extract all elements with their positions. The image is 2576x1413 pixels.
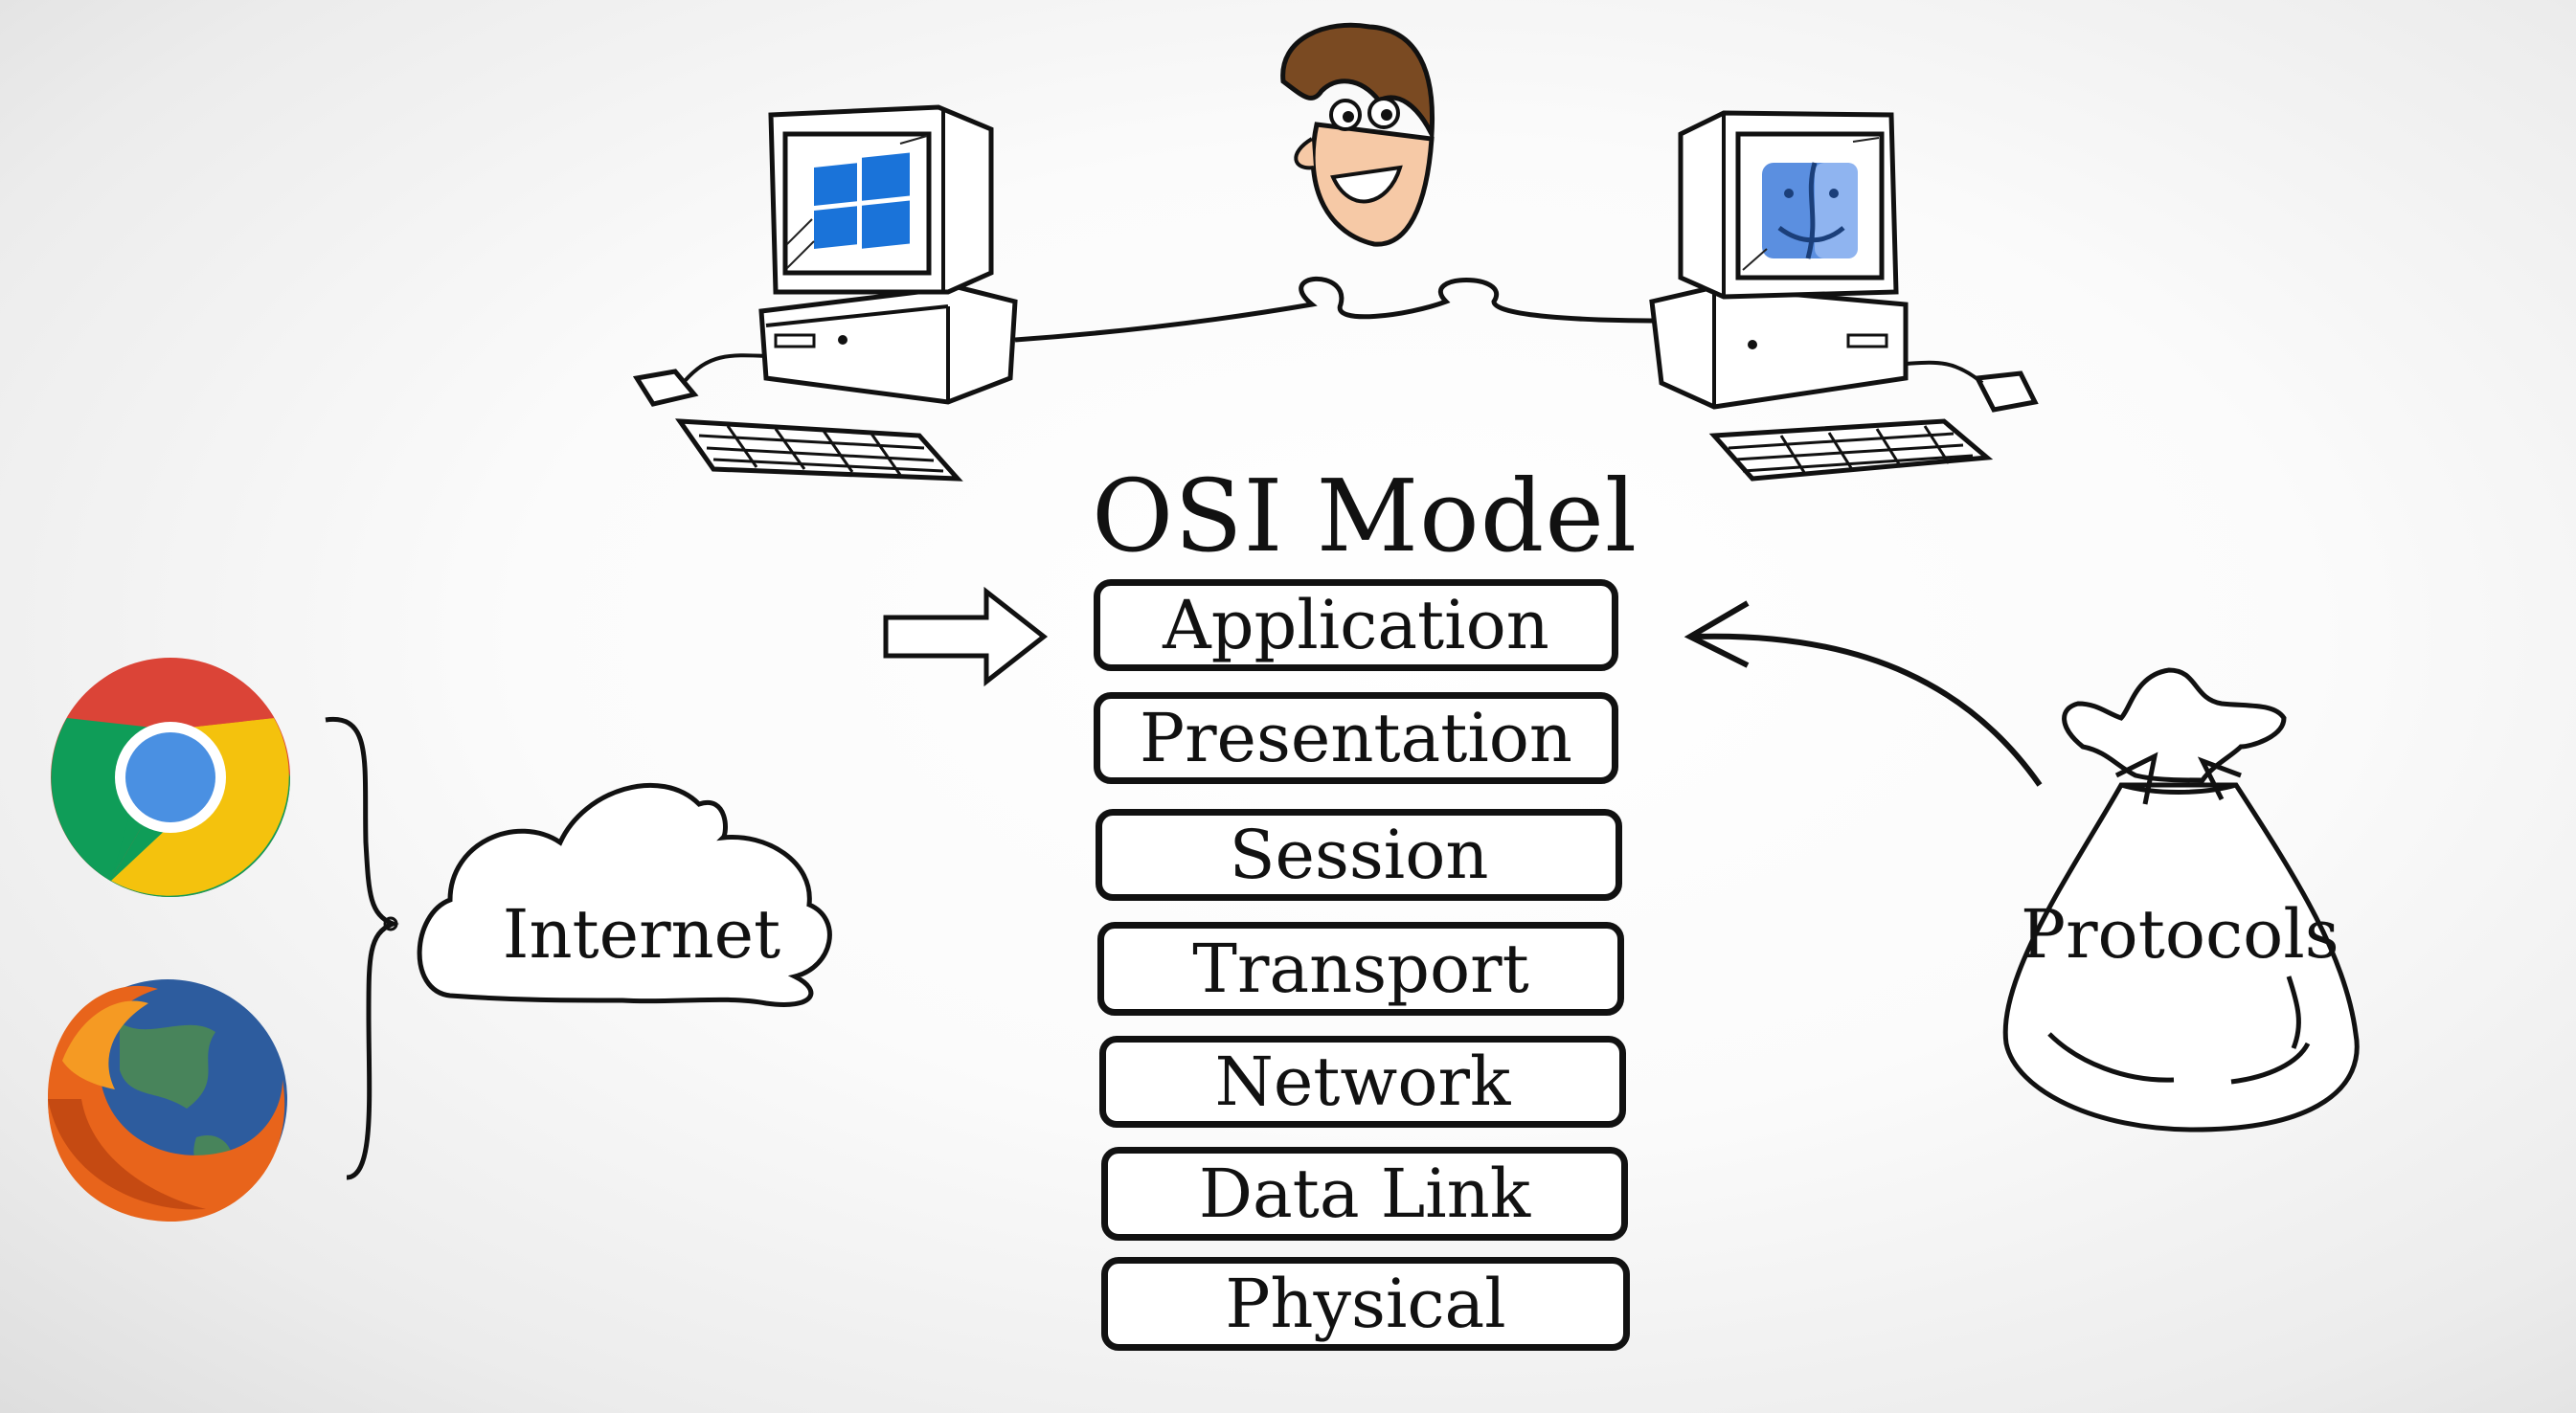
layer-session: Session — [1096, 809, 1622, 901]
layer-physical: Physical — [1101, 1257, 1630, 1351]
network-cable — [1014, 276, 1662, 343]
chrome-icon — [51, 658, 290, 898]
internet-label: Internet — [502, 895, 781, 974]
layer-label: Presentation — [1139, 699, 1573, 777]
page-title: OSI Model — [1092, 458, 1638, 574]
bag-icon — [2002, 667, 2360, 1133]
layer-label: Data Link — [1198, 1155, 1531, 1233]
windows-computer-icon — [632, 104, 1018, 482]
mac-computer-icon — [1649, 110, 2039, 482]
layer-label: Application — [1163, 586, 1549, 664]
layer-transport: Transport — [1097, 922, 1624, 1016]
firefox-icon — [48, 979, 287, 1222]
layer-application: Application — [1094, 579, 1618, 671]
protocols-label: Protocols — [2021, 895, 2339, 974]
layer-label: Session — [1229, 816, 1489, 894]
person-face-icon — [1280, 22, 1435, 247]
layer-label: Transport — [1192, 930, 1529, 1008]
layer-network: Network — [1099, 1036, 1626, 1128]
layer-label: Physical — [1225, 1265, 1506, 1343]
layer-presentation: Presentation — [1094, 692, 1618, 784]
arrow-right-icon — [883, 586, 1049, 687]
layer-data-link: Data Link — [1101, 1147, 1628, 1241]
layer-label: Network — [1214, 1043, 1511, 1121]
arrow-curved-icon — [1683, 600, 2043, 787]
cloud-icon — [417, 782, 832, 1007]
brace-icon — [325, 716, 399, 1180]
